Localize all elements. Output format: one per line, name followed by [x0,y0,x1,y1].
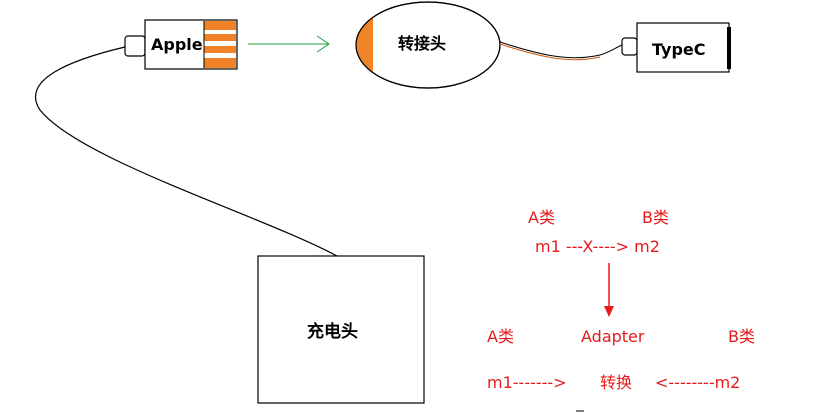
left-call: m1-------> [487,373,567,392]
apple-pin-4 [204,58,236,68]
bottom-class-a: A类 [487,327,514,346]
convert-label: 转换 [600,373,632,392]
typec-plug: TypeC [621,22,731,73]
typec-cable [499,41,623,59]
apple-plug: Apple [124,19,238,70]
typec-plug-end [727,27,731,69]
apple-pin-3 [204,46,236,53]
apple-label: Apple [151,35,203,54]
right-call: <--------m2 [655,373,740,392]
typec-plug-tip [621,37,638,56]
typec-label: TypeC [652,40,706,59]
top-class-b: B类 [642,208,669,227]
charger: 充电头 [257,255,425,404]
direct-call: m1 ---X----> m2 [535,237,660,256]
typec-cable-accent [499,43,601,61]
adapter-explanation: A类 B类 m1 ---X----> m2 A类 Adapter B类 m1--… [487,208,755,392]
apple-pin-1 [204,21,236,30]
apple-charger-cable [34,46,338,257]
adapter-label: Adapter [581,327,645,346]
adapter-head-label: 转接头 [398,34,446,53]
adapter-head: 转接头 [355,1,501,89]
top-class-a: A类 [528,208,555,227]
apple-pin-2 [204,34,236,41]
charger-label: 充电头 [307,321,358,342]
down-arrow-head [604,306,614,317]
charger-body [257,255,425,404]
adapter-head-orange-border [368,17,374,74]
bottom-class-b: B类 [728,327,755,346]
apple-plug-tip [124,35,146,57]
typec-plug-body [636,22,730,73]
green-arrow [248,35,330,53]
